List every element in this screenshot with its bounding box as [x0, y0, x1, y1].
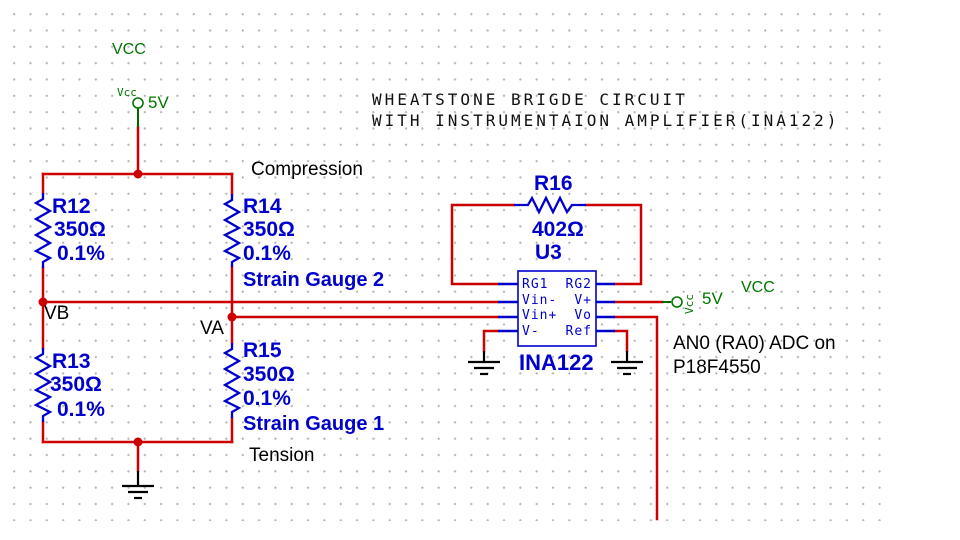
resistor-r13	[33, 348, 53, 422]
power-stems[interactable]	[137, 108, 671, 303]
ground-vminus[interactable]	[468, 351, 500, 376]
adc-annotation-line1: AN0 (RA0) ADC on	[673, 333, 836, 354]
vcc-pin-name-right: Vcc	[683, 294, 696, 314]
pin-rg1: RG1	[522, 277, 549, 292]
pin-rg2: RG2	[565, 277, 592, 292]
resistor-r14	[222, 194, 242, 267]
node-label-va: VA	[200, 318, 224, 339]
r15-note: Strain Gauge 1	[243, 413, 385, 435]
resistor-r12	[33, 193, 53, 268]
r12-tolerance: 0.1%	[57, 242, 105, 265]
pin-ref: Ref	[565, 323, 592, 339]
grid-background	[0, 0, 881, 521]
pin-vo: Vo	[574, 308, 592, 323]
adc-annotation-line2: P18F4550	[673, 357, 761, 378]
r13-value: 350Ω	[50, 373, 102, 396]
power-pin-circles[interactable]	[132, 97, 683, 308]
pin-vin-minus: Vin-	[522, 292, 558, 308]
node-label-vb: VB	[44, 303, 70, 324]
vcc-pin-circle-left[interactable]	[132, 97, 144, 109]
ina122-symbol[interactable]	[498, 270, 615, 347]
r12-value: 350Ω	[54, 218, 106, 241]
compression-annotation: Compression	[251, 159, 363, 180]
r16-ref: R16	[534, 172, 573, 195]
pin-row-rg: RG1 RG2	[519, 277, 595, 293]
resistor-bodies[interactable]	[33, 193, 586, 422]
r15-tolerance: 0.1%	[243, 387, 291, 410]
pin-row-vin-minus: Vin- V+	[519, 293, 595, 309]
schematic-title-line2: WITH INSTRUMENTAION AMPLIFIER(INA122)	[372, 111, 840, 130]
r14-value: 350Ω	[243, 218, 295, 241]
r14-note: Strain Gauge 2	[243, 269, 385, 291]
junction-dots	[38, 169, 237, 447]
r12-ref: R12	[52, 195, 91, 218]
vcc-pin-circle-right[interactable]	[671, 296, 683, 308]
resistor-r15	[222, 343, 242, 418]
vcc-net-label-right: VCC	[741, 279, 775, 296]
resistor-r16	[514, 195, 586, 215]
schematic-title-line1: WHEATSTONE BRIGDE CIRCUIT	[372, 90, 688, 109]
r14-tolerance: 0.1%	[243, 242, 291, 265]
ground-symbols[interactable]	[122, 351, 643, 500]
vcc-voltage-right: 5V	[702, 289, 723, 308]
u3-designator: U3	[535, 241, 562, 264]
pin-row-v-minus: V- Ref	[519, 324, 595, 340]
tension-annotation: Tension	[249, 445, 315, 466]
ina122-pin-labels: RG1 RG2 Vin- V+ Vin+ Vo V- Ref	[519, 272, 595, 345]
vcc-net-label-left: VCC	[112, 41, 146, 58]
ground-ref[interactable]	[611, 351, 643, 376]
r15-ref: R15	[243, 339, 282, 362]
ina122-part-label: INA122	[519, 350, 594, 375]
pin-v-minus: V-	[522, 323, 540, 339]
r16-value: 402Ω	[532, 218, 584, 241]
r14-ref: R14	[243, 195, 282, 218]
pin-vin-plus: Vin+	[522, 308, 558, 323]
vcc-pin-name-left: Vcc	[117, 86, 137, 99]
ground-bridge[interactable]	[122, 471, 154, 500]
r13-tolerance: 0.1%	[57, 398, 105, 421]
pin-v-plus: V+	[574, 292, 592, 308]
pin-row-vin-plus: Vin+ Vo	[519, 308, 595, 324]
r13-ref: R13	[52, 350, 91, 373]
r15-value: 350Ω	[243, 363, 295, 386]
vcc-voltage-left: 5V	[148, 93, 169, 112]
amplifier-wires[interactable]	[450, 203, 664, 521]
